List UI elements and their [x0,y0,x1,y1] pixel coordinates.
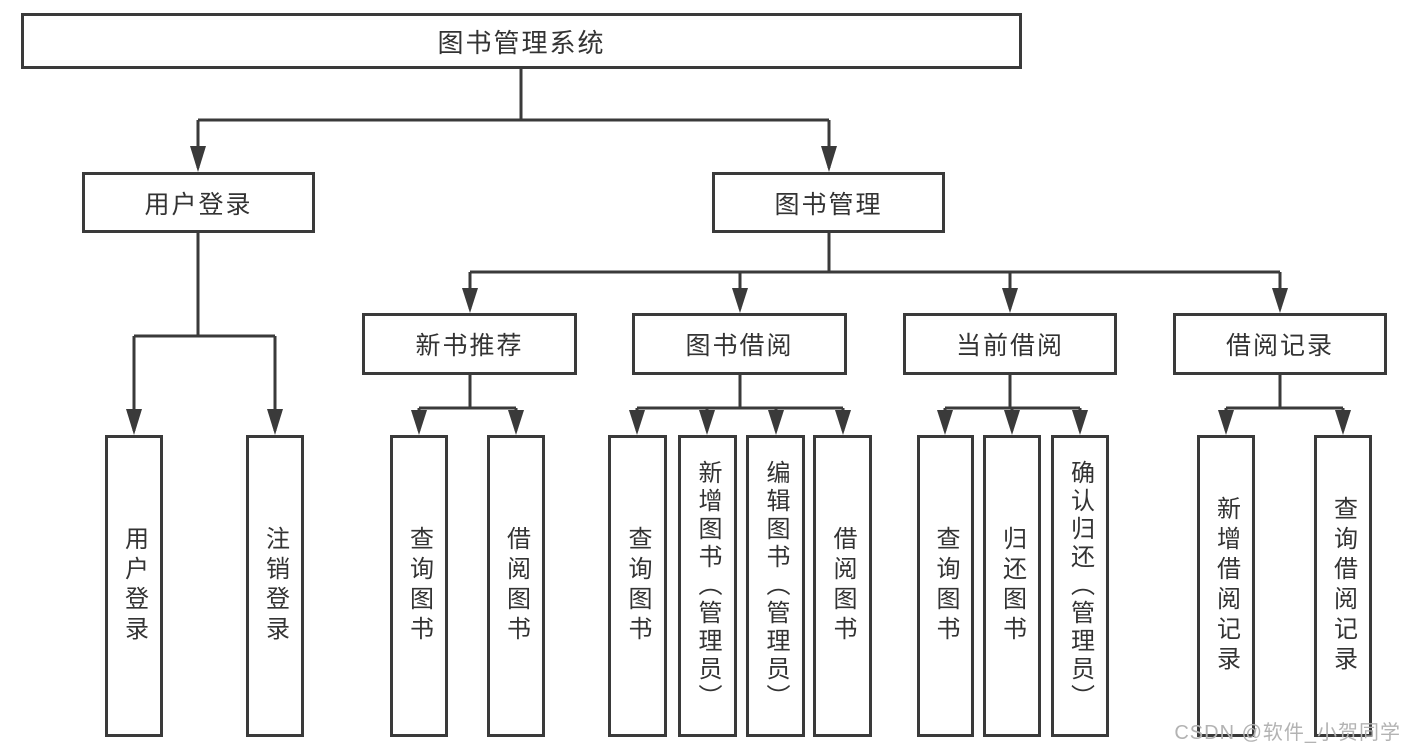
leaf-cb-query-book: 查询图书 [917,435,974,737]
node-current-borrow: 当前借阅 [903,313,1117,375]
leaf-br-add-record: 新增借阅记录 [1197,435,1255,737]
csdn-watermark: CSDN @软件_小贺同学 [1174,722,1401,744]
connector-book-mgmt-to-level3 [462,232,1288,313]
leaf-nb-borrow-book: 借阅图书 [487,435,545,737]
leaf-br-query-record: 查询借阅记录 [1314,435,1372,737]
connector-current-borrow-to-leaves [937,375,1088,435]
leaf-bb-edit-book-admin: 编辑图书（管理员） [746,435,805,737]
leaf-cb-confirm-return-admin: 确认归还（管理员） [1051,435,1109,737]
connector-new-books-to-leaves [411,375,524,435]
node-book-borrow: 图书借阅 [632,313,847,375]
leaf-logout: 注销登录 [246,435,304,737]
node-root-library-system: 图书管理系统 [21,13,1022,69]
connector-user-login-to-leaves [126,232,283,435]
node-user-login-branch: 用户登录 [82,172,315,233]
leaf-user-login: 用户登录 [105,435,163,737]
connector-root-to-level2 [190,69,837,172]
node-new-book-recommend: 新书推荐 [362,313,577,375]
node-borrow-records: 借阅记录 [1173,313,1387,375]
leaf-bb-borrow-book: 借阅图书 [813,435,872,737]
node-book-management-branch: 图书管理 [712,172,945,233]
leaf-nb-query-book: 查询图书 [390,435,448,737]
leaf-bb-add-book-admin: 新增图书（管理员） [678,435,737,737]
connector-borrow-records-to-leaves [1218,375,1351,435]
connector-book-borrow-to-leaves [629,375,851,435]
leaf-bb-query-book: 查询图书 [608,435,667,737]
leaf-cb-return-book: 归还图书 [983,435,1041,737]
